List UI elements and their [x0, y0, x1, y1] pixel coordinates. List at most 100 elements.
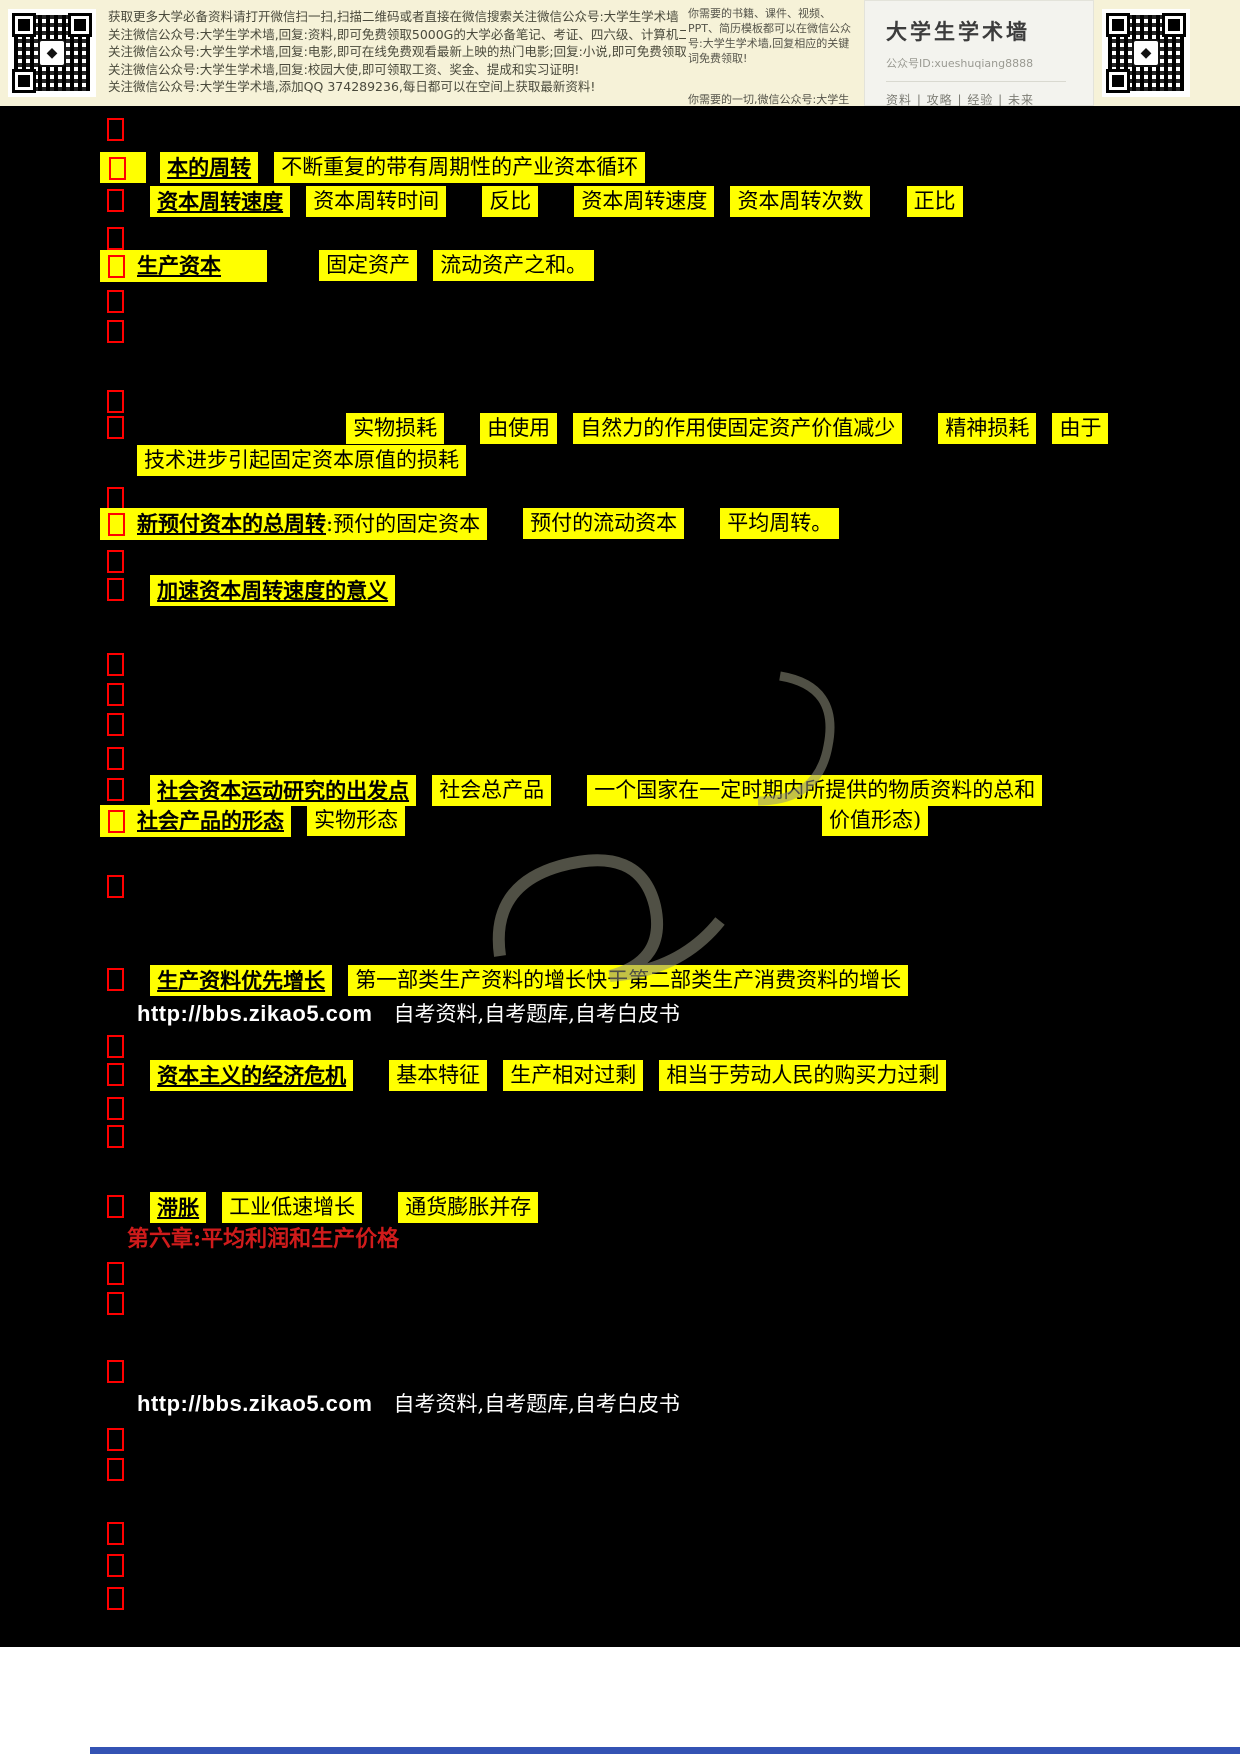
keyword-chip: 工业低速增长	[222, 1192, 363, 1223]
colon: :	[326, 512, 334, 536]
header-promo-lines: 获取更多大学必备资料请打开微信扫一扫,扫描二维码或者直接在微信搜索关注微信公众号…	[108, 8, 686, 96]
bullet-chip	[100, 152, 146, 183]
keyword-chip: 实物形态	[307, 805, 406, 836]
keyword-chip: 资本周转次数	[730, 186, 871, 217]
keyword-chip: 由于	[1052, 413, 1109, 444]
bullet-square-icon	[107, 1035, 124, 1058]
bullet-square-icon	[107, 1195, 124, 1218]
keyword-chip: 生产相对过剩	[503, 1060, 644, 1091]
header-line: 关注微信公众号:大学生学术墙,回复:校园大使,即可领取工资、奖金、提成和实习证明…	[108, 61, 580, 77]
qr-finder-icon	[68, 13, 92, 37]
qr-finder-icon	[12, 69, 36, 93]
footer-margin	[0, 1647, 1240, 1754]
term-text: 生产资本	[137, 253, 221, 278]
zikao-url-link[interactable]: http://bbs.zikao5.com	[137, 1391, 373, 1416]
line-speedup-meaning: 加速资本周转速度的意义	[100, 575, 406, 606]
bullet-square-icon	[107, 1125, 124, 1148]
line-production-capital: 生产资本 固定资产 流动资产之和。	[100, 250, 605, 282]
keyword-chip: 平均周转。	[720, 508, 840, 539]
bullet-square-icon	[107, 227, 124, 250]
bullet-square-icon	[107, 1292, 124, 1315]
bullet-square-icon	[107, 290, 124, 313]
bullet-square-icon	[107, 747, 124, 770]
keyword-chip: 正比	[906, 186, 963, 217]
bullet-square-icon	[107, 1360, 124, 1383]
term-chip: 新预付资本的总周转:预付的固定资本	[100, 508, 488, 540]
term-chip: 本的周转	[160, 152, 259, 183]
bullet-square-icon	[107, 416, 124, 439]
line-turnover-speed: 资本周转速度 资本周转时间 反比 资本周转速度 资本周转次数 正比	[100, 186, 974, 217]
bullet-square-icon	[107, 683, 124, 706]
inline-text: 预付的固定资本	[333, 512, 481, 536]
definition-chip: 第一部类生产资料的增长快于第二部类生产消费资料的增长	[348, 965, 909, 996]
line-physical-wear: 实物损耗 由使用 自然力的作用使固定资产价值减少 精神损耗 由于	[100, 413, 1119, 444]
bullet-square-icon	[107, 1428, 124, 1451]
bullet-square-icon	[107, 1522, 124, 1545]
term-text: 社会产品的形态	[137, 808, 284, 833]
keyword-chip: 精神损耗	[938, 413, 1037, 444]
keyword-chip: 资本周转时间	[306, 186, 447, 217]
keyword-chip: 自然力的作用使固定资产价值减少	[573, 413, 903, 444]
bullet-square-icon	[107, 653, 124, 676]
qr-finder-icon	[1106, 13, 1130, 37]
term-text: 新预付资本的总周转	[137, 511, 326, 536]
bullet-square-icon	[107, 713, 124, 736]
header-note: 你需要的书籍、课件、视频、PPT、简历模板都可以在微信公众号:大学生学术墙,回复…	[688, 7, 851, 65]
keyword-chip: 基本特征	[389, 1060, 488, 1091]
term-chip: 社会产品的形态	[100, 805, 291, 837]
qr-finder-icon	[12, 13, 36, 37]
header-line: 关注微信公众号:大学生学术墙,回复:资料,即可免费领取5000G的大学必备笔记、…	[108, 26, 686, 42]
line-physical-wear-cont: 技术进步引起固定资本原值的损耗	[100, 445, 477, 476]
card-tagline: 资料 | 攻略 | 经验 | 未来	[886, 93, 1035, 107]
bullet-square-icon	[107, 550, 124, 573]
bullet-square-icon	[107, 118, 124, 141]
chapter-heading: 第六章:平均利润和生产价格	[127, 1226, 400, 1252]
bullet-square-icon	[107, 875, 124, 898]
bullet-square-icon	[107, 1097, 124, 1120]
bullet-square-icon	[107, 390, 124, 413]
continuation-chip: 技术进步引起固定资本原值的损耗	[137, 445, 466, 476]
line-zikao-url-1: http://bbs.zikao5.com 自考资料,自考题库,自考白皮书	[137, 1000, 680, 1028]
bullet-square-icon	[107, 189, 124, 212]
bullet-square-icon	[108, 513, 125, 536]
card-divider	[886, 81, 1066, 82]
header-line: 关注微信公众号:大学生学术墙,添加QQ 374289236,每日都可以在空间上获…	[108, 79, 596, 94]
bullet-square-icon	[107, 778, 124, 801]
line-social-product-form: 社会产品的形态 实物形态 价值形态)	[100, 805, 929, 837]
bullet-square-icon	[109, 157, 126, 180]
line-economic-crisis: 资本主义的经济危机 基本特征 生产相对过剩 相当于劳动人民的购买力过剩	[100, 1060, 957, 1091]
graduation-cap-icon: ◆	[1132, 39, 1160, 67]
term-chip: 社会资本运动研究的出发点	[150, 775, 417, 806]
zikao-url-desc: 自考资料,自考题库,自考白皮书	[393, 1392, 680, 1416]
header-line: 获取更多大学必备资料请打开微信扫一扫,扫描二维码或者直接在微信搜索关注微信公众号…	[108, 9, 679, 24]
line-capital-turnover: 本的周转 不断重复的带有周期性的产业资本循环	[100, 152, 656, 183]
line-zikao-url-2: http://bbs.zikao5.com 自考资料,自考题库,自考白皮书	[137, 1390, 680, 1418]
card-title: 大学生学术墙	[886, 20, 1030, 44]
footer-blue-bar	[90, 1747, 1240, 1754]
term-chip: 滞胀	[150, 1192, 207, 1223]
zikao-url-link[interactable]: http://bbs.zikao5.com	[137, 1001, 373, 1026]
term-chip: 资本主义的经济危机	[150, 1060, 354, 1091]
keyword-chip: 相当于劳动人民的购买力过剩	[659, 1060, 947, 1091]
keyword-chip: 一个国家在一定时期内所提供的物质资料的总和	[587, 775, 1043, 806]
bullet-square-icon	[107, 320, 124, 343]
bullet-square-icon	[108, 810, 125, 833]
document-body: 本的周转 不断重复的带有周期性的产业资本循环 资本周转速度 资本周转时间 反比 …	[0, 106, 1240, 1647]
bullet-square-icon	[107, 1458, 124, 1481]
term-chip: 生产资料优先增长	[150, 965, 333, 996]
zikao-url-desc: 自考资料,自考题库,自考白皮书	[393, 1002, 680, 1026]
bullet-square-icon	[107, 1063, 124, 1086]
keyword-chip: 反比	[482, 186, 539, 217]
keyword-chip: 固定资产	[319, 250, 418, 281]
line-stagflation: 滞胀 工业低速增长 通货膨胀并存	[100, 1192, 549, 1223]
line-total-turnover: 新预付资本的总周转:预付的固定资本 预付的流动资本 平均周转。	[100, 508, 850, 540]
bullet-square-icon	[107, 1554, 124, 1577]
bullet-square-icon	[108, 255, 125, 278]
term-chip: 资本周转速度	[150, 186, 291, 217]
keyword-chip: 社会总产品	[432, 775, 552, 806]
bullet-square-icon	[107, 487, 124, 510]
graduation-cap-icon: ◆	[38, 39, 66, 67]
keyword-chip: 资本周转速度	[574, 186, 715, 217]
header-line: 关注微信公众号:大学生学术墙,回复:电影,即可在线免费观看最新上映的热门电影;回…	[108, 44, 686, 59]
